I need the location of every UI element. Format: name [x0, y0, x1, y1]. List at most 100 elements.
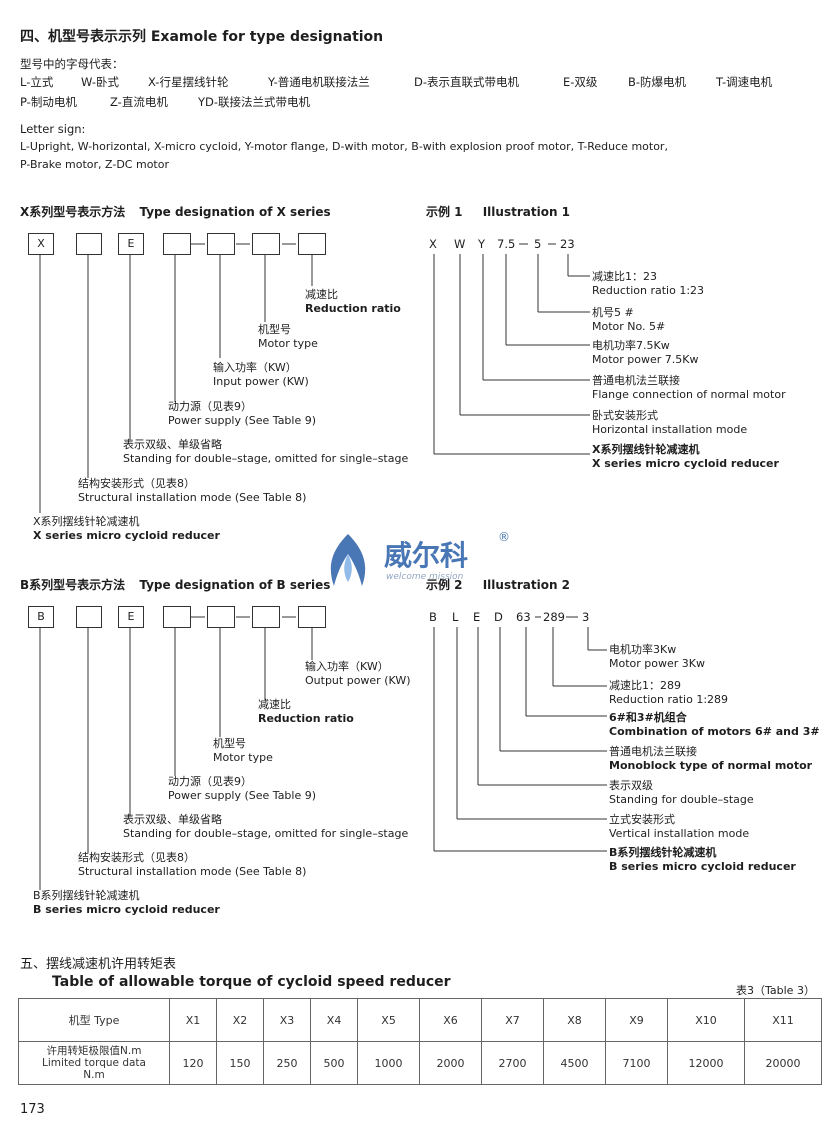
code-box: [207, 233, 235, 255]
section-title: 四、机型号表示示列 Examole for type designation: [20, 29, 384, 45]
table-cell: 150: [216, 1041, 265, 1085]
letter-item: P-制动电机: [20, 95, 77, 109]
x-series-title-cn: X系列型号表示方法: [20, 205, 126, 219]
letter-sign-line2: P-Brake motor, Z-DC motor: [20, 158, 169, 171]
letter-item: D-表示直联式带电机: [414, 75, 520, 89]
code-char: D: [494, 610, 503, 624]
letter-sign-line1: L-Upright, W-horizontal, X-micro cycloid…: [20, 140, 668, 153]
letter-item: E-双级: [563, 75, 598, 89]
code-box: [163, 233, 191, 255]
code-box: [252, 233, 280, 255]
torque-title-en: Table of allowable torque of cycloid spe…: [52, 974, 451, 990]
x-series-title-en: Type designation of X series: [139, 205, 331, 219]
logo-subtext: welcome mission: [386, 572, 464, 582]
table-cell: 500: [310, 1041, 359, 1085]
code-char: B: [429, 610, 437, 624]
table-cell: X6: [419, 998, 483, 1042]
code-char: 5: [534, 237, 542, 251]
code-char: E: [473, 610, 481, 624]
code-char: 289: [543, 610, 565, 624]
table-cell: 250: [263, 1041, 312, 1085]
code-char: Y: [478, 237, 486, 251]
letters-title: 型号中的字母代表：: [20, 57, 124, 71]
ill1-label-motor-no: 机号5 #Motor No. 5#: [592, 306, 666, 333]
b-label-output-power: 输入功率（KW）Output power (KW): [305, 660, 411, 687]
row-header-type: 机型 Type: [18, 998, 170, 1042]
code-char: L: [452, 610, 459, 624]
table-cell: 1000: [357, 1041, 421, 1085]
table-cell: X5: [357, 998, 421, 1042]
letter-item: L-立式: [20, 75, 54, 89]
code-char: 7.5: [497, 237, 516, 251]
code-box: B: [28, 606, 54, 628]
table-cell: X7: [481, 998, 545, 1042]
illustration1-title: 示例 1 Illustration 1: [426, 205, 571, 219]
code-box: [298, 233, 326, 255]
table-cell: X11: [743, 998, 823, 1042]
code-box: [298, 606, 326, 628]
table-row: 许用转矩极限值N.m Limited torque data N.m 120 1…: [18, 1041, 823, 1085]
b-label-installation: 结构安装形式（见表8）Structural installation mode …: [78, 851, 307, 878]
code-char: 23: [560, 237, 575, 251]
code-box: [76, 233, 102, 255]
illustration2-title: 示例 2 Illustration 2: [426, 578, 571, 592]
table-cell: 7100: [605, 1041, 668, 1085]
torque-table: 机型 Type X1 X2 X3 X4 X5 X6 X7 X8 X9 X10 X…: [18, 998, 823, 1085]
company-logo: 威尔科 ® welcome mission: [318, 530, 518, 590]
table-cell: 12000: [666, 1041, 745, 1085]
table-cell: X10: [666, 998, 745, 1042]
code-box: [207, 606, 235, 628]
code-box: E: [118, 233, 144, 255]
table-cell: X8: [543, 998, 606, 1042]
table-ref: 表3（Table 3）: [736, 984, 815, 997]
code-char: 63: [516, 610, 531, 624]
x-label-power-supply: 动力源（见表9）Power supply (See Table 9): [168, 400, 317, 427]
letter-item: W-卧式: [81, 75, 120, 89]
code-box: E: [118, 606, 144, 628]
letter-item: T-调速电机: [716, 75, 773, 89]
logo-text: 威尔科: [384, 539, 469, 572]
letter-item: Z-直流电机: [110, 95, 168, 109]
table-cell: X9: [605, 998, 668, 1042]
x-label-installation: 结构安装形式（见表8）Structural installation mode …: [78, 477, 307, 504]
table-cell: X1: [168, 998, 218, 1042]
table-cell: X4: [310, 998, 359, 1042]
x-series-title: X系列型号表示方法 Type designation of X series: [20, 203, 331, 220]
letter-item: YD-联接法兰式带电机: [198, 95, 311, 109]
logo-registered-mark: ®: [498, 530, 510, 544]
table-cell: 2700: [481, 1041, 545, 1085]
code-char: W: [454, 237, 466, 251]
code-box: [163, 606, 191, 628]
b-series-title: B系列型号表示方法 Type designation of B series: [20, 578, 331, 592]
letter-item: X-行星摆线针轮: [148, 75, 229, 89]
code-box: [76, 606, 102, 628]
table-row: 机型 Type X1 X2 X3 X4 X5 X6 X7 X8 X9 X10 X…: [18, 998, 823, 1042]
b-label-power-supply: 动力源（见表9）Power supply (See Table 9): [168, 775, 317, 802]
logo-mark-icon: [330, 534, 366, 586]
letter-item: Y-普通电机联接法兰: [268, 75, 370, 89]
code-box: [252, 606, 280, 628]
table-cell: X2: [216, 998, 265, 1042]
letter-item: B-防爆电机: [628, 75, 687, 89]
table-cell: 4500: [543, 1041, 606, 1085]
letter-sign-label: Letter sign:: [20, 122, 86, 136]
code-char: X: [429, 237, 437, 251]
